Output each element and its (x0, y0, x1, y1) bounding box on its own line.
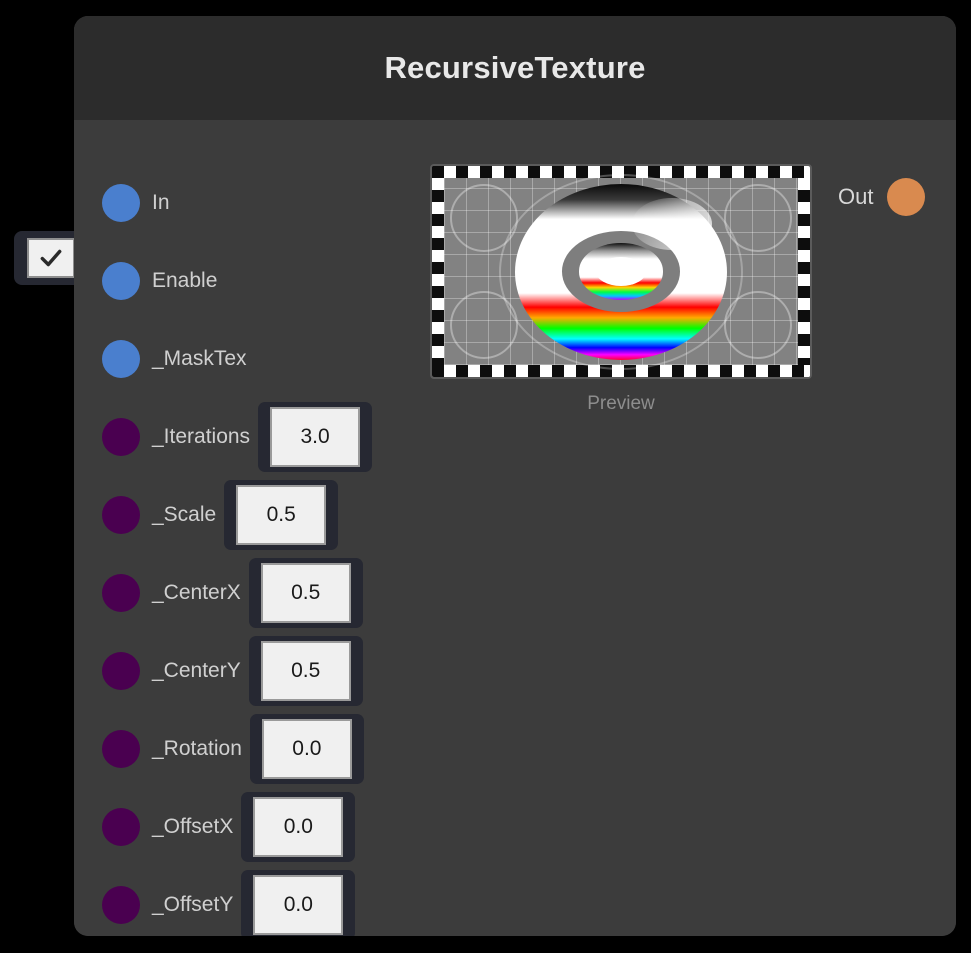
pattern-grid (444, 173, 798, 370)
port-label-masktex: _MaskTex (152, 347, 247, 370)
port-dot-enable[interactable] (102, 262, 140, 300)
port-dot-out[interactable] (887, 178, 926, 216)
output-port[interactable]: Out (838, 178, 926, 216)
field-rotation[interactable]: 0.0 (261, 719, 352, 779)
node-panel[interactable]: RecursiveTexture In Enable _MaskTex (74, 16, 956, 936)
uv-test-pattern-icon (432, 166, 810, 377)
port-row-scale[interactable]: _Scale 0.5 (102, 476, 462, 554)
torus-ring-inner (578, 243, 664, 300)
enable-checkbox-box[interactable] (27, 238, 75, 278)
recursive-torus-render (515, 183, 727, 360)
port-row-rotation[interactable]: _Rotation 0.0 (102, 710, 462, 788)
port-label-in: In (152, 191, 170, 214)
port-dot-centerx[interactable] (102, 574, 140, 612)
pattern-circle-center (499, 173, 743, 370)
port-row-in[interactable]: In (102, 164, 462, 242)
output-port-label: Out (838, 184, 874, 209)
pattern-circle-top-right (724, 184, 792, 252)
field-offsetx[interactable]: 0.0 (253, 797, 344, 857)
checkmark-icon (40, 249, 62, 267)
port-label-rotation: _Rotation (152, 737, 242, 760)
port-dot-in[interactable] (102, 184, 140, 222)
port-row-offsety[interactable]: _OffsetY 0.0 (102, 866, 462, 936)
port-label-centery: _CenterY (152, 659, 241, 682)
preview-caption: Preview (587, 393, 655, 414)
field-wrap-rotation[interactable]: 0.0 (249, 714, 364, 784)
port-label-offsetx: _OffsetX (152, 815, 234, 838)
port-row-centery[interactable]: _CenterY 0.5 (102, 632, 462, 710)
port-label-enable: Enable (152, 269, 218, 292)
port-dot-offsety[interactable] (102, 886, 140, 924)
port-row-iterations[interactable]: _Iterations 3.0 (102, 398, 462, 476)
field-wrap-offsetx[interactable]: 0.0 (241, 792, 356, 862)
field-wrap-centery[interactable]: 0.5 (248, 636, 363, 706)
pattern-circle-bottom-left (450, 291, 518, 359)
field-scale[interactable]: 0.5 (236, 485, 327, 545)
port-row-centerx[interactable]: _CenterX 0.5 (102, 554, 462, 632)
field-centery[interactable]: 0.5 (260, 641, 351, 701)
node-title: RecursiveTexture (384, 50, 646, 85)
field-wrap-iterations[interactable]: 3.0 (258, 402, 373, 472)
field-wrap-centerx[interactable]: 0.5 (248, 558, 363, 628)
port-row-offsetx[interactable]: _OffsetX 0.0 (102, 788, 462, 866)
node-header[interactable]: RecursiveTexture (74, 16, 956, 120)
port-dot-iterations[interactable] (102, 418, 140, 456)
port-dot-scale[interactable] (102, 496, 140, 534)
port-dot-centery[interactable] (102, 652, 140, 690)
port-dot-offsetx[interactable] (102, 808, 140, 846)
port-row-enable[interactable]: Enable (102, 242, 462, 320)
port-dot-rotation[interactable] (102, 730, 140, 768)
field-centerx[interactable]: 0.5 (260, 563, 351, 623)
port-label-centerx: _CenterX (152, 581, 241, 604)
input-port-list: In Enable _MaskTex _Iterations 3.0 (102, 164, 462, 936)
preview-block: Preview (430, 164, 812, 415)
port-label-iterations: _Iterations (152, 425, 251, 448)
port-label-scale: _Scale (152, 503, 217, 526)
pattern-circle-bottom-right (724, 291, 792, 359)
port-label-offsety: _OffsetY (152, 893, 234, 916)
preview-thumbnail[interactable] (430, 164, 812, 379)
field-wrap-scale[interactable]: 0.5 (224, 480, 339, 550)
port-dot-masktex[interactable] (102, 340, 140, 378)
node-body: In Enable _MaskTex _Iterations 3.0 (74, 120, 956, 936)
field-offsety[interactable]: 0.0 (253, 875, 344, 935)
port-row-masktex[interactable]: _MaskTex (102, 320, 462, 398)
field-iterations[interactable]: 3.0 (270, 407, 361, 467)
field-wrap-offsety[interactable]: 0.0 (241, 870, 356, 936)
